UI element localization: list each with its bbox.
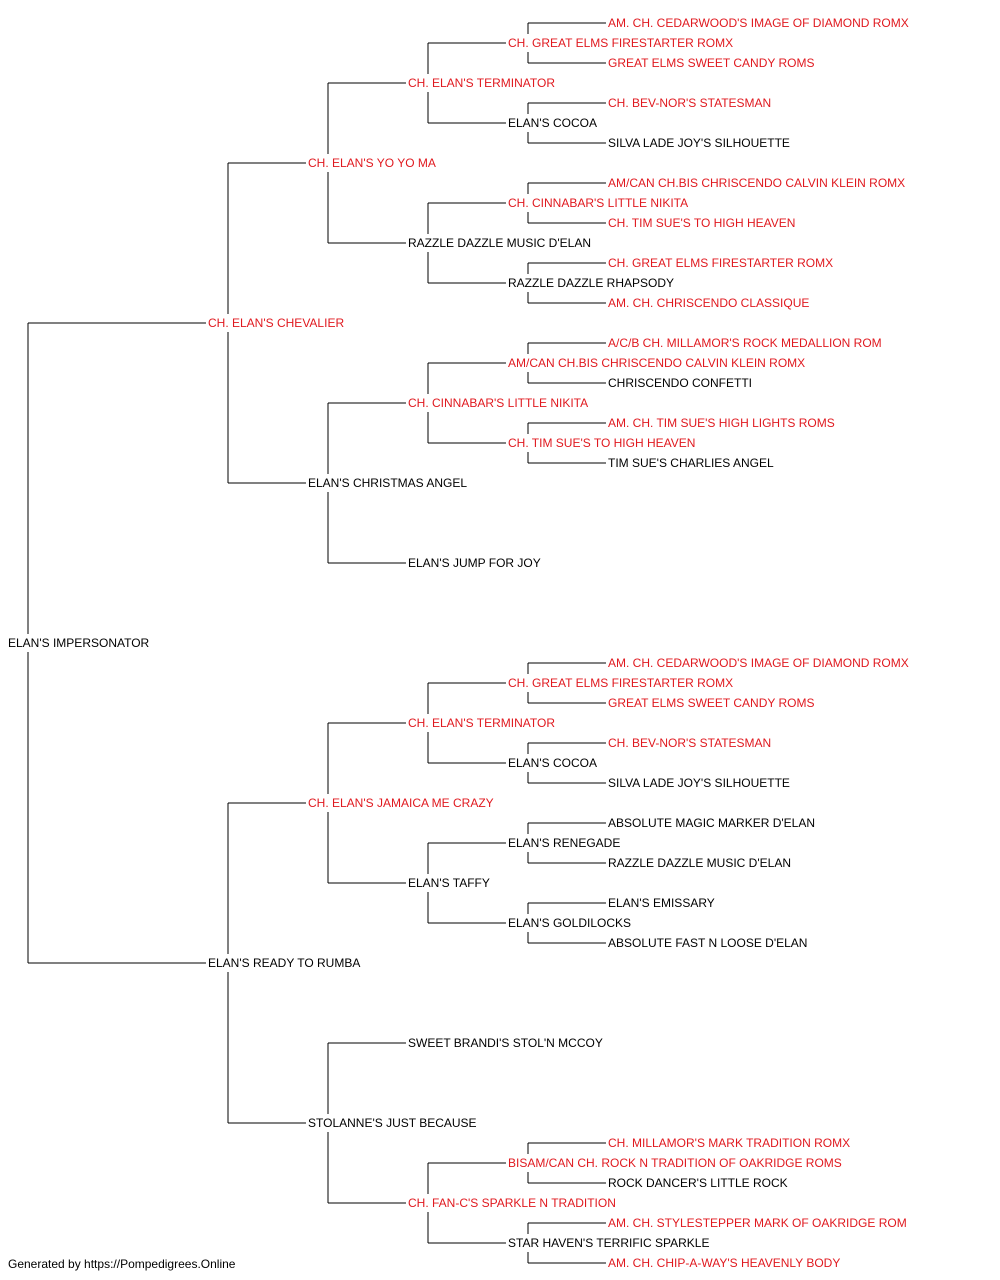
- pedigree-name: ELAN'S IMPERSONATOR: [8, 636, 150, 650]
- pedigree-name: AM/CAN CH.BIS CHRISCENDO CALVIN KLEIN RO…: [608, 176, 905, 190]
- pedigree-connector-lines: [27, 22, 606, 1264]
- pedigree-name: A/C/B CH. MILLAMOR'S ROCK MEDALLION ROM: [608, 336, 882, 350]
- pedigree-name: CH. TIM SUE'S TO HIGH HEAVEN: [608, 216, 795, 230]
- pedigree-name: CH. FAN-C'S SPARKLE N TRADITION: [408, 1196, 616, 1210]
- pedigree-name: SWEET BRANDI'S STOL'N MCCOY: [408, 1036, 603, 1050]
- pedigree-name: CH. BEV-NOR'S STATESMAN: [608, 736, 771, 750]
- pedigree-name: CH. ELAN'S JAMAICA ME CRAZY: [308, 796, 494, 810]
- pedigree-name: CH. GREAT ELMS FIRESTARTER ROMX: [608, 256, 833, 270]
- pedigree-name: CH. GREAT ELMS FIRESTARTER ROMX: [508, 36, 733, 50]
- pedigree-name: RAZZLE DAZZLE MUSIC D'ELAN: [408, 236, 591, 250]
- pedigree-name: ELAN'S COCOA: [508, 116, 597, 130]
- pedigree-name: STAR HAVEN'S TERRIFIC SPARKLE: [508, 1236, 709, 1250]
- pedigree-name: AM. CH. CEDARWOOD'S IMAGE OF DIAMOND ROM…: [608, 656, 909, 670]
- pedigree-name-labels: ELAN'S IMPERSONATOR CH. ELAN'S CHEVALIER C…: [8, 16, 909, 1270]
- pedigree-name: CH. TIM SUE'S TO HIGH HEAVEN: [508, 436, 695, 450]
- pedigree-name: ELAN'S CHRISTMAS ANGEL: [308, 476, 467, 490]
- pedigree-name: ELAN'S RENEGADE: [508, 836, 620, 850]
- pedigree-name: CH. GREAT ELMS FIRESTARTER ROMX: [508, 676, 733, 690]
- pedigree-name: RAZZLE DAZZLE RHAPSODY: [508, 276, 674, 290]
- pedigree-name: CH. ELAN'S TERMINATOR: [408, 76, 555, 90]
- pedigree-name: ELAN'S EMISSARY: [608, 896, 715, 910]
- pedigree-name: ELAN'S COCOA: [508, 756, 597, 770]
- pedigree-name: CHRISCENDO CONFETTI: [608, 376, 752, 390]
- footer-credit: Generated by https://Pompedigrees.Online: [8, 1257, 236, 1271]
- pedigree-name: ELAN'S JUMP FOR JOY: [408, 556, 541, 570]
- pedigree-name: GREAT ELMS SWEET CANDY ROMS: [608, 696, 814, 710]
- pedigree-name: CH. MILLAMOR'S MARK TRADITION ROMX: [608, 1136, 850, 1150]
- pedigree-name: CH. CINNABAR'S LITTLE NIKITA: [508, 196, 688, 210]
- pedigree-name: AM. CH. STYLESTEPPER MARK OF OAKRIDGE RO…: [608, 1216, 907, 1230]
- pedigree-name: TIM SUE'S CHARLIES ANGEL: [608, 456, 774, 470]
- pedigree-name: CH. BEV-NOR'S STATESMAN: [608, 96, 771, 110]
- pedigree-name: ABSOLUTE FAST N LOOSE D'ELAN: [608, 936, 807, 950]
- pedigree-name: CH. CINNABAR'S LITTLE NIKITA: [408, 396, 588, 410]
- pedigree-name: ELAN'S READY TO RUMBA: [208, 956, 360, 970]
- pedigree-name: AM. CH. CEDARWOOD'S IMAGE OF DIAMOND ROM…: [608, 16, 909, 30]
- pedigree-name: AM. CH. CHRISCENDO CLASSIQUE: [608, 296, 809, 310]
- pedigree-name: ELAN'S TAFFY: [408, 876, 490, 890]
- pedigree-name: STOLANNE'S JUST BECAUSE: [308, 1116, 477, 1130]
- pedigree-name: CH. ELAN'S YO YO MA: [308, 156, 436, 170]
- pedigree-name: BISAM/CAN CH. ROCK N TRADITION OF OAKRID…: [508, 1156, 842, 1170]
- pedigree-name: SILVA LADE JOY'S SILHOUETTE: [608, 776, 790, 790]
- pedigree-name: ABSOLUTE MAGIC MARKER D'ELAN: [608, 816, 815, 830]
- pedigree-name: CH. ELAN'S TERMINATOR: [408, 716, 555, 730]
- pedigree-name: CH. ELAN'S CHEVALIER: [208, 316, 344, 330]
- pedigree-name: GREAT ELMS SWEET CANDY ROMS: [608, 56, 814, 70]
- pedigree-name: SILVA LADE JOY'S SILHOUETTE: [608, 136, 790, 150]
- pedigree-name: AM. CH. CHIP-A-WAY'S HEAVENLY BODY: [608, 1256, 840, 1270]
- pedigree-name: RAZZLE DAZZLE MUSIC D'ELAN: [608, 856, 791, 870]
- pedigree-name: AM. CH. TIM SUE'S HIGH LIGHTS ROMS: [608, 416, 835, 430]
- pedigree-name: ELAN'S GOLDILOCKS: [508, 916, 631, 930]
- pedigree-name: AM/CAN CH.BIS CHRISCENDO CALVIN KLEIN RO…: [508, 356, 805, 370]
- pedigree-name: ROCK DANCER'S LITTLE ROCK: [608, 1176, 788, 1190]
